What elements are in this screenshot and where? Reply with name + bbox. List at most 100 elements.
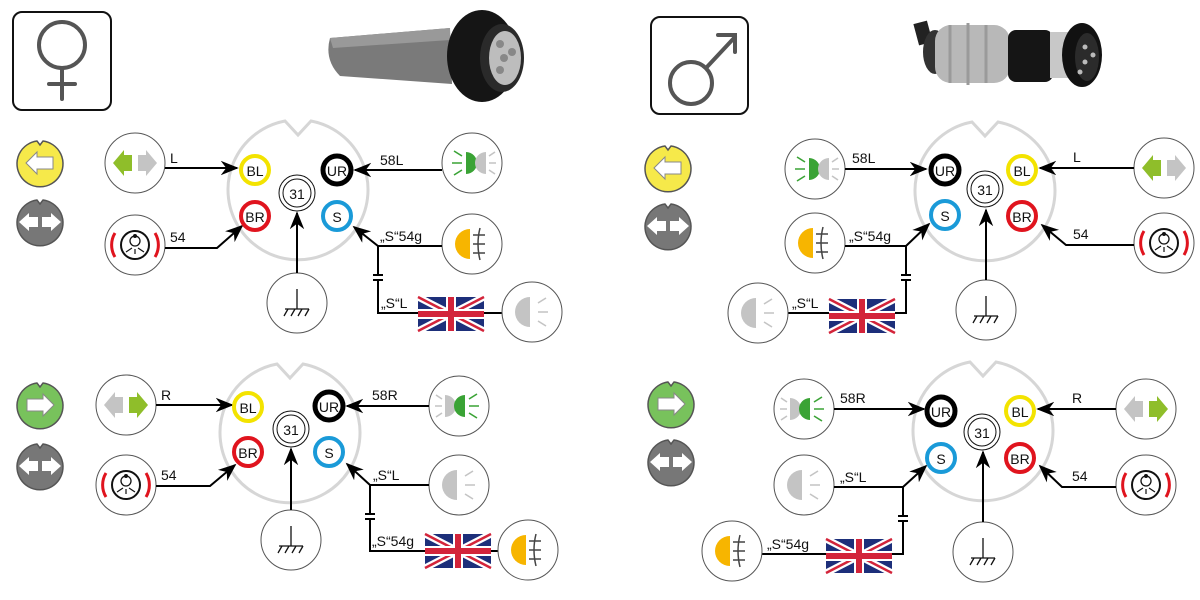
female-symbol-box: [12, 11, 112, 111]
turn-signal-icon: [105, 133, 165, 193]
male-symbol-box: [650, 16, 749, 115]
female-connector-image: [328, 10, 524, 102]
svg-text:UR: UR: [931, 404, 951, 420]
wire-label-uk: „S“L: [373, 467, 400, 483]
position-light-icon: [442, 133, 502, 193]
wire-label-fog: „S“54g: [380, 228, 422, 244]
pin-bl: [239, 154, 271, 186]
left-indicator-icon: [644, 145, 692, 193]
pin-br: [1006, 200, 1038, 232]
wire-label-uk: „S“L: [381, 295, 408, 311]
male-connector-image: [913, 20, 1102, 87]
svg-text:31: 31: [977, 182, 993, 198]
panel-male-left: 58L „S“54g „S“L UR S BL BR 31 L 54: [644, 120, 1194, 343]
svg-text:BR: BR: [238, 445, 257, 461]
male-icon: [668, 60, 714, 106]
wire-label-turn: R: [161, 387, 171, 403]
pin-br: [1004, 442, 1036, 474]
pin-ur: [928, 153, 962, 187]
wire-label-brake: 54: [1073, 226, 1089, 242]
hazard-indicator-icon: [647, 439, 695, 487]
pin-bl: [232, 391, 264, 423]
pin-ur: [312, 389, 346, 423]
turn-signal-icon: [96, 375, 156, 435]
svg-text:31: 31: [289, 186, 305, 202]
panel-female-right: R 54 BL BR UR S 31 58R „S“L „S“54g: [16, 362, 558, 580]
pin-s: [321, 200, 353, 232]
brake-light-icon: [96, 455, 156, 515]
ground-icon: [956, 280, 1016, 340]
pin-s: [313, 436, 345, 468]
pin-31: [967, 417, 997, 447]
fog-light-icon: [498, 520, 558, 580]
wire-label-turn: L: [1073, 149, 1081, 165]
hazard-indicator-icon: [16, 443, 64, 491]
rear-light-icon: [502, 282, 562, 342]
fog-light-icon: [442, 214, 502, 274]
panel-female-left: L 54 BL BR UR S 31 58L „S“54g „S“L: [16, 119, 562, 342]
fog-light-icon: [785, 213, 845, 273]
svg-text:UR: UR: [319, 399, 339, 415]
pin-31: [282, 178, 312, 208]
turn-signal-icon: [1134, 138, 1194, 198]
svg-text:S: S: [332, 209, 341, 225]
uk-flag-icon: [826, 539, 892, 573]
svg-text:BR: BR: [245, 209, 264, 225]
wire-label-turn: L: [170, 150, 178, 166]
pin-bl: [1004, 395, 1036, 427]
position-light-icon: [774, 379, 834, 439]
svg-text:31: 31: [283, 422, 299, 438]
svg-text:BR: BR: [1010, 451, 1029, 467]
hazard-indicator-icon: [16, 199, 64, 247]
svg-text:S: S: [940, 208, 949, 224]
svg-text:S: S: [324, 445, 333, 461]
svg-text:BL: BL: [1011, 404, 1028, 420]
position-light-icon: [429, 376, 489, 436]
uk-flag-icon: [418, 297, 484, 331]
uk-flag-icon: [829, 299, 895, 333]
brake-light-icon: [1116, 455, 1176, 515]
wire-label-turn: R: [1072, 390, 1082, 406]
wire-label-brake: 54: [170, 229, 186, 245]
wire-label-position: 58L: [380, 152, 404, 168]
svg-text:BL: BL: [1013, 163, 1030, 179]
position-light-icon: [785, 139, 845, 199]
rear-light-icon: [774, 455, 834, 515]
brake-light-icon: [1134, 213, 1194, 273]
pin-bl: [1006, 154, 1038, 186]
rear-light-icon: [728, 283, 788, 343]
uk-flag-icon: [425, 534, 491, 568]
ground-icon: [267, 273, 327, 333]
wire-label-position: 58R: [372, 387, 398, 403]
panel-male-right: 58R „S“L „S“54g UR S BL BR 31 R 54: [647, 360, 1176, 582]
svg-text:S: S: [936, 451, 945, 467]
pin-31: [276, 414, 306, 444]
ground-icon: [953, 522, 1013, 582]
pin-ur: [320, 153, 354, 187]
wire-label-uk: „S“L: [840, 469, 867, 485]
svg-text:BL: BL: [239, 400, 256, 416]
wire-label-position: 58L: [852, 150, 876, 166]
brake-light-icon: [105, 215, 165, 275]
svg-text:BR: BR: [1012, 209, 1031, 225]
svg-text:UR: UR: [935, 163, 955, 179]
wire-label-fog: „S“54g: [372, 533, 414, 549]
svg-text:UR: UR: [327, 163, 347, 179]
svg-text:BL: BL: [246, 163, 263, 179]
pin-br: [232, 436, 264, 468]
pin-31: [970, 174, 1000, 204]
right-indicator-icon: [16, 382, 64, 430]
rear-light-icon: [429, 455, 489, 515]
wire-label-position: 58R: [840, 390, 866, 406]
wire-label-brake: 54: [161, 467, 177, 483]
wire-label-uk: „S“L: [792, 295, 819, 311]
wire-label-brake: 54: [1072, 468, 1088, 484]
left-indicator-icon: [16, 140, 64, 188]
wire-label-fog: „S“54g: [767, 536, 809, 552]
right-indicator-icon: [647, 381, 695, 429]
pin-ur: [924, 394, 958, 428]
svg-text:31: 31: [974, 425, 990, 441]
ground-icon: [261, 510, 321, 570]
wire-label-fog: „S“54g: [849, 228, 891, 244]
